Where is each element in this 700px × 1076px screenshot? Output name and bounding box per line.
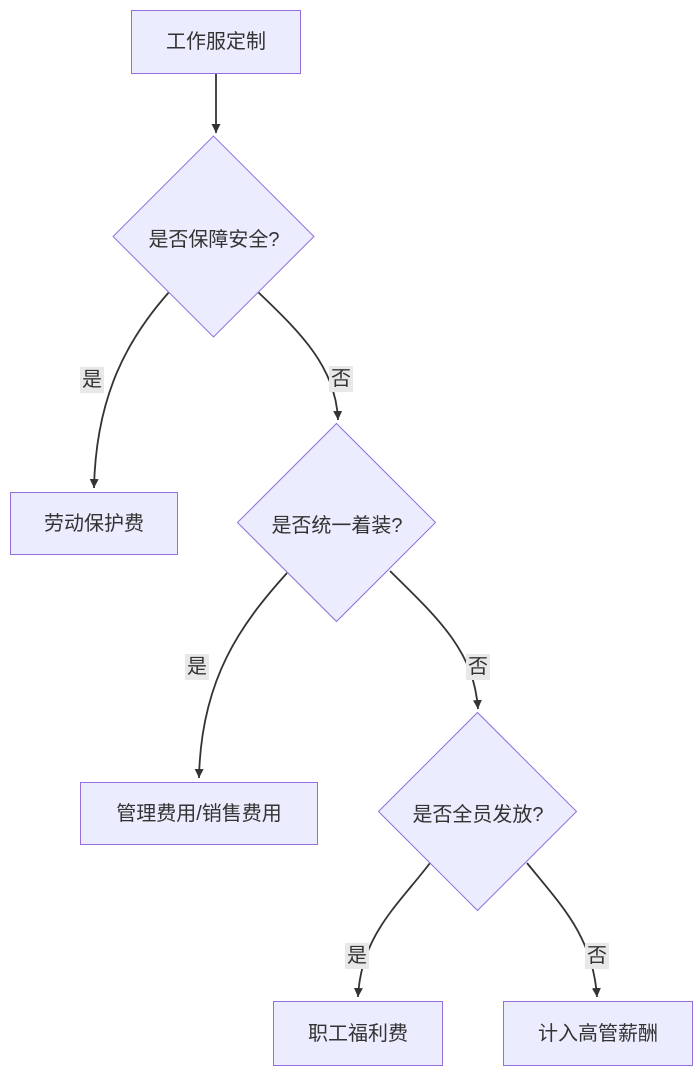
node-staff-welfare-fee: 职工福利费 [273,1001,443,1066]
edge-label-uniform-no: 否 [466,654,490,680]
edge-uniform-yes [194,572,288,779]
node-decision-allstaff-label: 是否全员发放? [412,803,544,826]
edge-safety-no [257,291,343,421]
edge-allstaff-yes [353,862,431,998]
edge-label-allstaff-yes: 是 [345,943,369,969]
node-decision-safety-label: 是否保障安全? [148,228,280,251]
node-admin-sales-expense: 管理费用/销售费用 [80,782,318,845]
edge-allstaff-no [526,862,601,998]
edge-safety-yes [89,290,171,489]
node-decision-uniform-label: 是否统一着装? [271,514,403,537]
edge-label-uniform-yes: 是 [185,654,209,680]
edge-label-safety-no: 否 [329,366,353,392]
node-executive-compensation: 计入高管薪酬 [503,1001,693,1066]
edge-label-safety-yes: 是 [80,367,104,393]
edge-label-allstaff-no: 否 [585,943,609,969]
edge-uniform-no [389,570,482,710]
node-labor-protection-fee: 劳动保护费 [10,492,178,555]
node-start: 工作服定制 [131,10,301,74]
